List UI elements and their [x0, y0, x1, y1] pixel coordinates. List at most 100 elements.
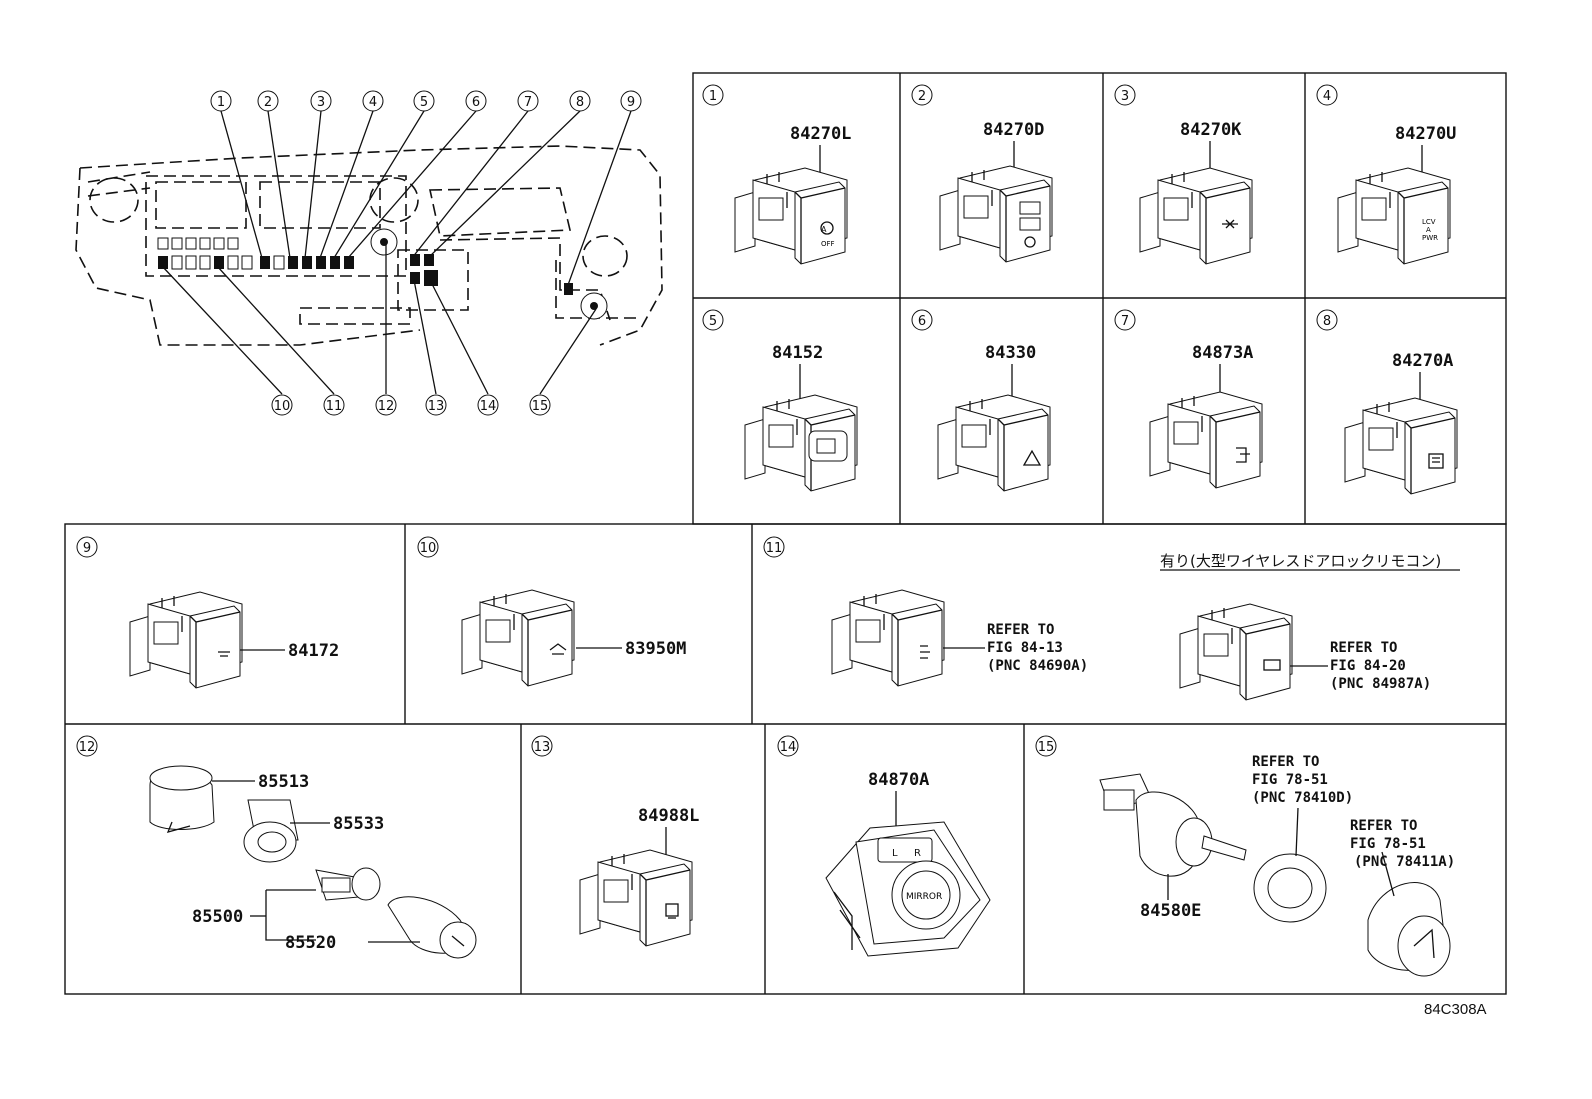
svg-text:5: 5 — [420, 95, 428, 110]
mirror-switch-84870A: L R MIRROR — [825, 821, 991, 957]
callout-12: 12 — [375, 394, 397, 416]
part-number-85513: 85513 — [258, 772, 309, 792]
svg-text:1: 1 — [217, 95, 225, 110]
svg-text:PWR: PWR — [1422, 234, 1438, 242]
refer-pnc: (PNC 78410D) — [1252, 790, 1353, 806]
svg-text:13: 13 — [428, 399, 445, 414]
svg-text:15: 15 — [532, 399, 549, 414]
panel-7: 7 84873A — [1114, 309, 1263, 489]
panel-9: 9 84172 — [76, 536, 339, 689]
overview-callouts-bottom: 10 11 12 13 14 15 — [271, 394, 551, 416]
svg-text:4: 4 — [369, 95, 377, 110]
callout-11: 11 — [323, 394, 345, 416]
panel-15: 15 84580E REFER TO FIG 78-51 (PNC 78410D… — [1035, 735, 1455, 977]
callout-14: 14 — [477, 394, 499, 416]
lighter-socket-85500 — [315, 867, 381, 901]
svg-text:9: 9 — [627, 95, 635, 110]
callout-6: 6 — [465, 90, 487, 112]
svg-text:12: 12 — [79, 740, 96, 755]
panel-1: 1 84270L A OFF — [702, 84, 851, 265]
panel-11: 11 有り(大型ワイヤレスドアロックリモコン) REFER TO FIG 84-… — [763, 536, 1460, 701]
switch-84270D — [939, 165, 1053, 263]
part-number-85520: 85520 — [285, 933, 336, 953]
callout-8: 8 — [569, 90, 591, 112]
svg-text:7: 7 — [524, 95, 532, 110]
svg-text:6: 6 — [918, 314, 926, 329]
callout-2: 2 — [257, 90, 279, 112]
svg-text:A: A — [1426, 226, 1431, 234]
svg-text:1: 1 — [709, 89, 717, 104]
svg-text:5: 5 — [709, 314, 717, 329]
callout-5: 5 — [413, 90, 435, 112]
refer-label: REFER TO — [1252, 754, 1319, 770]
svg-text:15: 15 — [1038, 740, 1055, 755]
rheostat-84580E — [1099, 773, 1247, 877]
switch-84270U: LCV A PWR — [1337, 167, 1451, 265]
switch-84873A — [1149, 391, 1263, 489]
refer-pnc: (PNC 84690A) — [987, 658, 1088, 674]
socket-85533 — [243, 799, 299, 863]
refer-label: REFER TO — [1350, 818, 1417, 834]
refer-pnc: (PNC 78411A) — [1354, 854, 1455, 870]
svg-text:2: 2 — [264, 95, 272, 110]
svg-text:2: 2 — [918, 89, 926, 104]
svg-text:12: 12 — [378, 399, 395, 414]
dashboard-overview: 1 2 3 4 5 6 7 8 9 10 11 12 13 14 15 — [75, 90, 663, 416]
switch-ref-84987A — [1179, 603, 1293, 701]
refer-fig: FIG 78-51 — [1252, 772, 1328, 788]
panel-6: 6 84330 — [911, 309, 1051, 492]
part-number-84988L: 84988L — [638, 806, 699, 826]
svg-text:8: 8 — [576, 95, 584, 110]
part-number-84270D: 84270D — [983, 120, 1044, 140]
svg-text:R: R — [914, 848, 921, 859]
part-number-84870A: 84870A — [868, 770, 929, 790]
svg-text:14: 14 — [780, 740, 797, 755]
svg-text:3: 3 — [1121, 89, 1129, 104]
panel-13: 13 84988L — [531, 735, 699, 947]
callout-7: 7 — [517, 90, 539, 112]
callout-3: 3 — [310, 90, 332, 112]
panel-12: 12 85513 85533 85500 — [76, 735, 477, 959]
switch-84330 — [937, 394, 1051, 492]
overview-callouts-top: 1 2 3 4 5 6 7 8 9 — [210, 90, 642, 112]
svg-text:OFF: OFF — [821, 240, 835, 248]
refer-label: REFER TO — [987, 622, 1054, 638]
switch-84988L — [579, 849, 693, 947]
switch-84270A — [1344, 397, 1458, 495]
part-number-84172: 84172 — [288, 641, 339, 661]
switch-ref-84690A — [831, 589, 945, 687]
switch-84270K — [1139, 167, 1253, 265]
panel-2: 2 84270D — [911, 84, 1053, 263]
panel-10: 10 83950M — [417, 536, 686, 687]
svg-text:10: 10 — [274, 399, 291, 414]
figure-code: 84C308A — [1424, 1001, 1487, 1018]
panel-8: 8 84270A — [1316, 309, 1458, 495]
refer-fig: FIG 84-20 — [1330, 658, 1406, 674]
part-number-84270U: 84270U — [1395, 124, 1456, 144]
svg-text:9: 9 — [83, 541, 91, 556]
part-number-84152: 84152 — [772, 343, 823, 363]
part-number-84270L: 84270L — [790, 124, 851, 144]
panel-3: 3 84270K — [1114, 84, 1253, 265]
callout-9: 9 — [620, 90, 642, 112]
svg-text:7: 7 — [1121, 314, 1129, 329]
callout-13: 13 — [425, 394, 447, 416]
refer-fig: FIG 84-13 — [987, 640, 1063, 656]
lock-nut — [1253, 853, 1327, 923]
svg-text:6: 6 — [472, 95, 480, 110]
svg-text:MIRROR: MIRROR — [906, 892, 942, 902]
control-knob — [1367, 882, 1451, 977]
switch-84152 — [744, 394, 858, 492]
refer-label: REFER TO — [1330, 640, 1397, 656]
part-number-84270A: 84270A — [1392, 351, 1453, 371]
switch-84172 — [129, 591, 243, 689]
callout-1: 1 — [210, 90, 232, 112]
part-number-83950M: 83950M — [625, 639, 686, 659]
svg-text:LCV: LCV — [1422, 218, 1436, 226]
svg-text:L: L — [892, 848, 898, 859]
part-number-84580E: 84580E — [1140, 901, 1201, 921]
refer-pnc: (PNC 84987A) — [1330, 676, 1431, 692]
switch-block-row — [157, 228, 608, 320]
svg-text:14: 14 — [480, 399, 497, 414]
